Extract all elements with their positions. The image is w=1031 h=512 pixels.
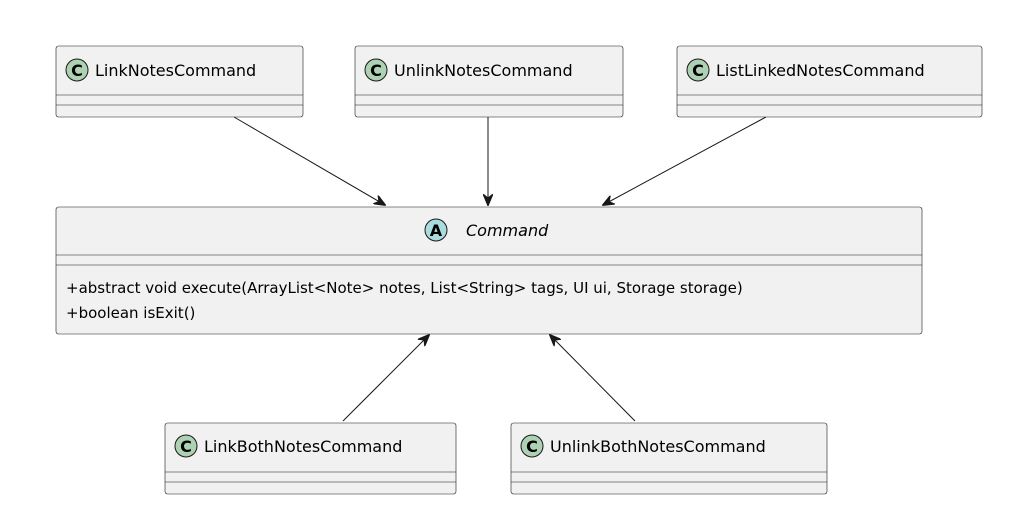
class-stereotype-letter: C xyxy=(71,61,83,80)
class-stereotype-icon xyxy=(364,58,388,82)
abstract-class-name: Command xyxy=(466,221,549,240)
class-name: UnlinkBothNotesCommand xyxy=(550,437,766,456)
class-stereotype-letter: C xyxy=(180,437,192,456)
class-stereotype-icon xyxy=(686,58,710,82)
abstract-stereotype-icon xyxy=(424,218,448,242)
class-stereotype-icon xyxy=(174,434,198,458)
class-name: ListLinkedNotesCommand xyxy=(716,61,925,80)
class-name: UnlinkNotesCommand xyxy=(394,61,573,80)
abstract-class-command[interactable]: A Command +abstract void execute(ArrayLi… xyxy=(55,206,923,335)
class-unlinkbothnotescommand[interactable]: C UnlinkBothNotesCommand xyxy=(510,422,828,495)
class-unlinknotescommand[interactable]: C UnlinkNotesCommand xyxy=(354,45,624,118)
edge-linknotes-to-command xyxy=(233,116,385,205)
class-stereotype-icon xyxy=(65,58,89,82)
class-stereotype-letter: C xyxy=(526,437,538,456)
class-linkbothnotescommand[interactable]: C LinkBothNotesCommand xyxy=(164,422,457,495)
abstract-stereotype-letter: A xyxy=(430,221,443,240)
class-stereotype-letter: C xyxy=(692,61,704,80)
class-stereotype-icon xyxy=(520,434,544,458)
class-linknotescommand[interactable]: C LinkNotesCommand xyxy=(55,45,304,118)
method-execute: +abstract void execute(ArrayList<Note> n… xyxy=(66,279,743,297)
edge-unlinkboth-to-command xyxy=(550,335,636,422)
class-stereotype-letter: C xyxy=(370,61,382,80)
class-name: LinkBothNotesCommand xyxy=(204,437,402,456)
edge-listlinked-to-command xyxy=(603,116,767,205)
class-listlinkednotescommand[interactable]: C ListLinkedNotesCommand xyxy=(676,45,983,118)
class-name: LinkNotesCommand xyxy=(95,61,256,80)
method-isexit: +boolean isExit() xyxy=(66,304,195,322)
edge-linkboth-to-command xyxy=(342,335,429,422)
